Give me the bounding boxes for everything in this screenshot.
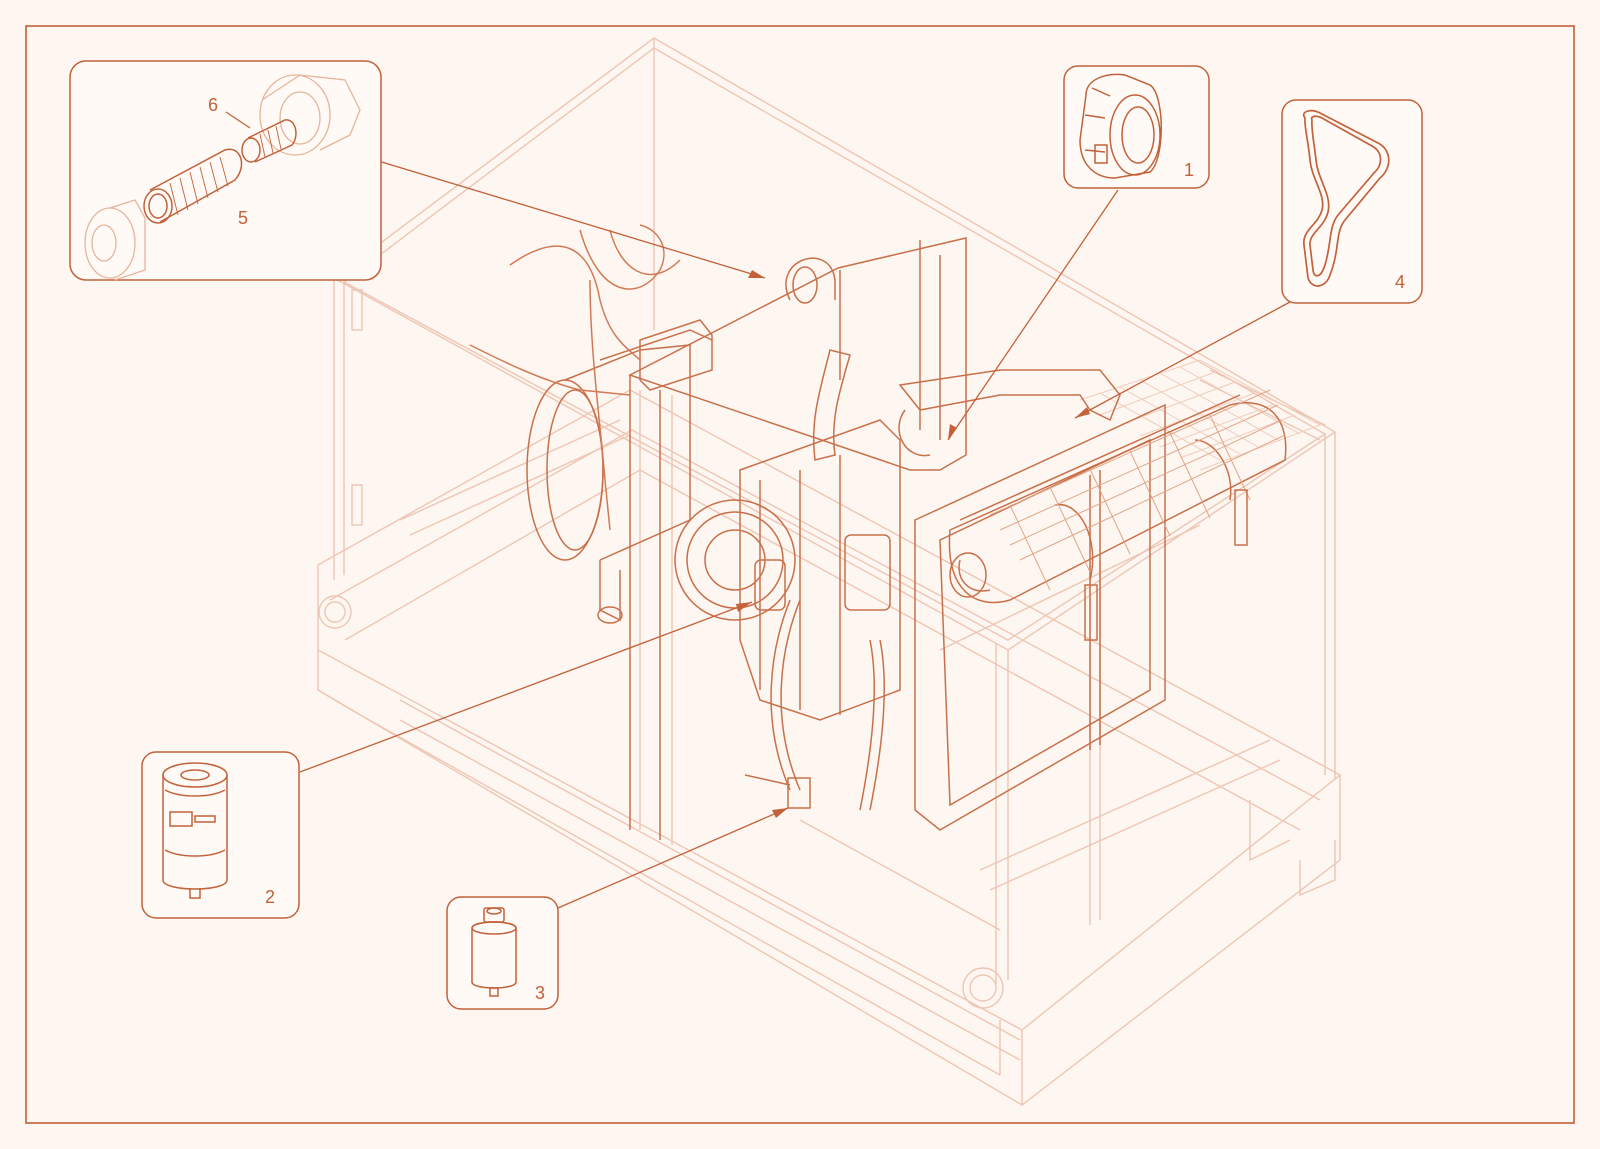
callout-label-2: 2 [265,887,275,907]
leader-lines [299,159,1291,909]
callout-air-filter-box: 6 5 [69,60,382,281]
fuel-prefilter-icon [471,907,517,997]
generator-enclosure [317,37,1342,1106]
callout-oil-filter-box: 1 [1063,65,1210,189]
callout-label-3: 3 [535,983,545,1003]
callout-fuel-prefilter-box: 3 [446,896,559,1010]
drawing-border [25,25,1575,1124]
fuel-filter-icon [162,762,228,899]
oil-filter-icon [1079,73,1162,179]
callout-label-6: 6 [208,95,218,115]
callout-label-1: 1 [1184,160,1194,180]
callout-label-4: 4 [1395,272,1405,292]
callout-drive-belt-box: 4 [1281,99,1423,304]
drive-belt-icon [1302,109,1390,287]
radiator-and-muffler [914,389,1287,831]
air-filter-element-icon [143,148,243,224]
callout-fuel-filter-box: 2 [141,751,300,919]
callout-label-5: 5 [238,208,248,228]
air-filter-inner-element-icon [241,119,297,163]
grille-pattern [1079,359,1322,471]
engine-assembly [469,224,1121,840]
